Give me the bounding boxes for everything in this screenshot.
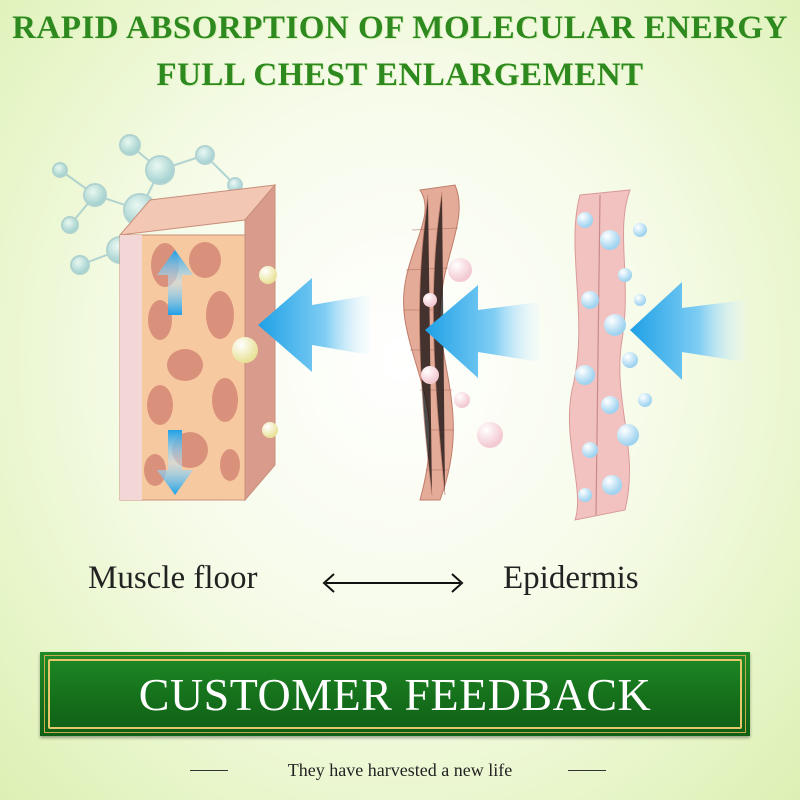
epidermis-label: Epidermis xyxy=(503,560,639,596)
muscle-floor-label: Muscle floor xyxy=(88,560,258,596)
footer-divider-left xyxy=(190,770,228,771)
dermis-layer xyxy=(403,184,503,501)
double-arrow-icon xyxy=(322,573,464,593)
skin-layers-illustration xyxy=(52,134,745,521)
banner-title: CUSTOMER FEEDBACK xyxy=(138,669,652,720)
absorption-arrow-1 xyxy=(258,278,370,372)
headline-line-2: FULL CHEST ENLARGEMENT xyxy=(156,57,644,93)
absorption-arrow-3 xyxy=(630,282,745,380)
epidermis-layer xyxy=(568,189,652,521)
banner-frame xyxy=(44,655,746,733)
headline-line-1: RAPID ABSORPTION OF MOLECULAR ENERGY xyxy=(12,10,788,46)
absorption-arrow-2 xyxy=(425,285,540,378)
customer-feedback-banner: CUSTOMER FEEDBACK xyxy=(40,652,750,736)
muscle-floor-block xyxy=(118,183,278,502)
footer-tagline: They have harvested a new life xyxy=(287,760,513,780)
footer-divider-right xyxy=(568,770,606,771)
